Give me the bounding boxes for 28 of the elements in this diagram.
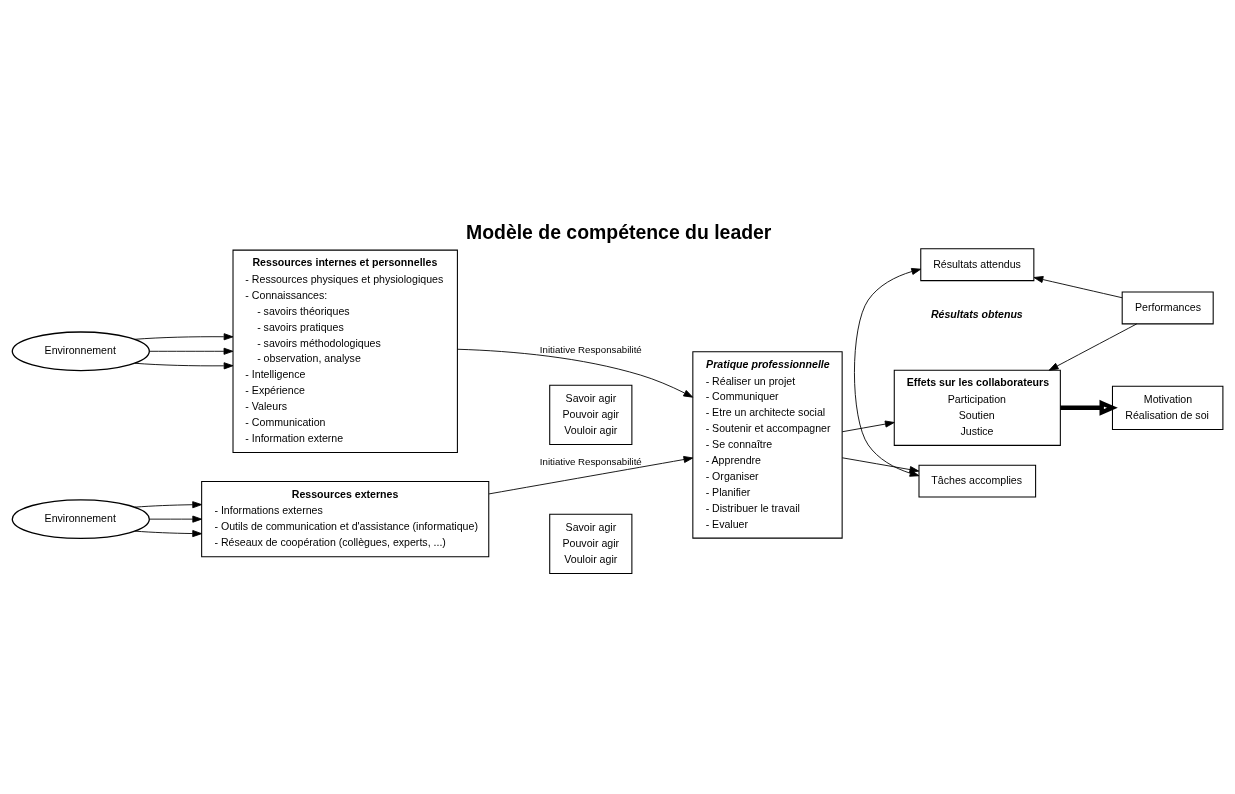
node-box: Ressources internes et personnelles - Ressources physiques et physiologiques - Connaissances: - savoirs théoriques - savoirs pratiques - savoirs méthodologiques - observation, analyse - Intelligence - Expérience - Valeurs - Communication - Information externe [232, 249, 458, 453]
node-box: Ressources externes - Informations externes - Outils de communication et d'assistance (informatique) - Réseaux de coopération (collègues, experts, ...) [201, 481, 490, 558]
arrow [149, 347, 234, 355]
arrow [134, 501, 203, 509]
edge-label: Initiative Responsabilité [539, 343, 642, 355]
arrow [149, 515, 203, 523]
node-box: Savoir agir Pouvoir agir Vouloir agir [549, 513, 633, 574]
node-box: Tâches accomplies [918, 464, 1037, 498]
arrow [134, 333, 234, 341]
node-box: Motivation Réalisation de soi [1111, 385, 1224, 430]
arrow [134, 530, 203, 538]
node-box: Pratique professionnelle - Réaliser un projet - Communiquer - Etre un architecte social - Soutenir et accompagner - Se connaître - Apprendre - Organiser - Planifier - Distribuer le travail - Evaluer [692, 351, 843, 539]
node-box: Performances [1121, 291, 1214, 325]
arrow [134, 362, 234, 370]
node-box: Effets sur les collaborateurs Participation Soutien Justice [893, 369, 1061, 446]
arrow [1033, 276, 1123, 299]
diagram-title: Modèle de compétence du leader [465, 220, 772, 243]
node-box: Résultats attendus [920, 248, 1035, 282]
node-ellipse: Environnement [11, 331, 150, 372]
node-box: Savoir agir Pouvoir agir Vouloir agir [549, 384, 633, 445]
label: Résultats obtenus [930, 307, 1023, 320]
arrow [841, 420, 895, 433]
node-ellipse: Environnement [11, 499, 150, 540]
arrow [1060, 399, 1118, 416]
arrow [488, 456, 694, 495]
arrow [457, 348, 694, 398]
arrow [1048, 323, 1138, 371]
edge-label: Initiative Responsabilité [539, 456, 642, 468]
